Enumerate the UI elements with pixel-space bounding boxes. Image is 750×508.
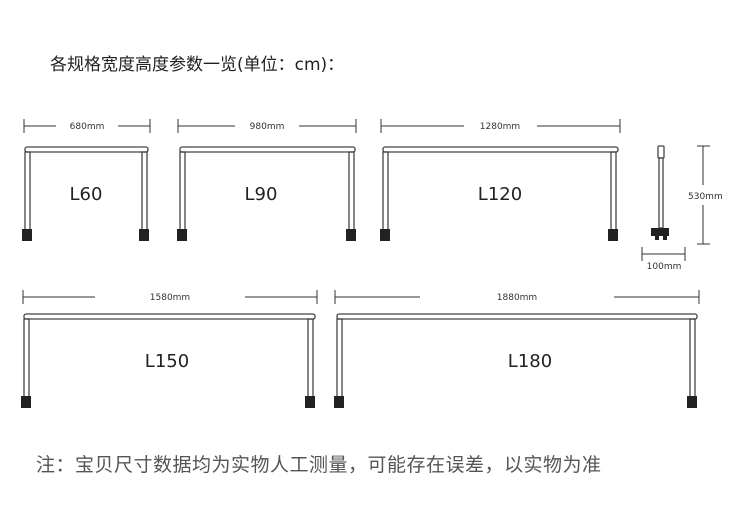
model-label-l60: L60 bbox=[70, 184, 103, 205]
height-dimension-line bbox=[697, 145, 710, 245]
width-label-l90: 980mm bbox=[250, 122, 285, 132]
dimension-line-l180 bbox=[334, 290, 700, 304]
frame-side-view bbox=[657, 145, 665, 229]
width-label-l150: 1580mm bbox=[150, 293, 190, 303]
clamp-side-view bbox=[651, 228, 669, 240]
height-label: 530mm bbox=[688, 192, 723, 202]
dimension-line-l150 bbox=[22, 290, 318, 304]
clamps-l60 bbox=[22, 229, 149, 241]
frame-l180 bbox=[336, 313, 698, 398]
page-title: 各规格宽度高度参数一览(单位：cm)： bbox=[50, 55, 345, 75]
width-label-l60: 680mm bbox=[70, 122, 105, 132]
model-label-l90: L90 bbox=[245, 184, 278, 205]
width-label-l180: 1880mm bbox=[497, 293, 537, 303]
clamps-l150 bbox=[21, 396, 315, 408]
depth-label: 100mm bbox=[647, 262, 682, 272]
clamps-l120 bbox=[380, 229, 618, 241]
dimension-line-l90 bbox=[177, 119, 357, 133]
model-label-l150: L150 bbox=[145, 351, 189, 372]
depth-dimension-line bbox=[641, 247, 686, 261]
footer-note: 注：宝贝尺寸数据均为实物人工测量，可能存在误差，以实物为准 bbox=[36, 454, 602, 476]
dimension-line-l60 bbox=[23, 119, 151, 133]
width-label-l120: 1280mm bbox=[480, 122, 520, 132]
model-label-l180: L180 bbox=[508, 351, 552, 372]
clamps-l180 bbox=[334, 396, 697, 408]
clamps-l90 bbox=[177, 229, 356, 241]
model-label-l120: L120 bbox=[478, 184, 522, 205]
dimension-line-l120 bbox=[380, 119, 621, 133]
